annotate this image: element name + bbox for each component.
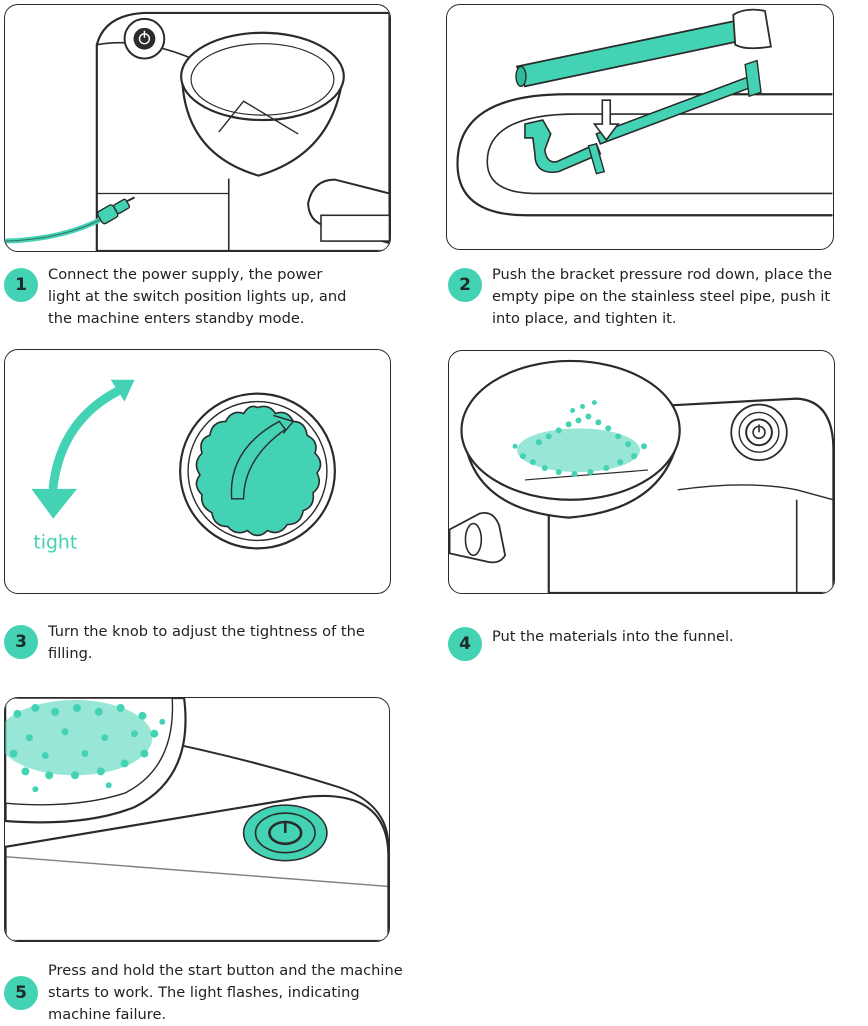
start-button-icon [242,804,328,862]
bracket-rod-illustration [456,8,833,217]
step-number-badge: 1 [4,268,38,302]
step-number-badge: 3 [4,625,38,659]
step-text: Connect the power supply, the power ligh… [48,266,347,327]
step-text: Put the materials into the funnel. [492,628,734,645]
step-number-badge: 4 [448,627,482,661]
power-cable-icon [5,196,135,244]
step-number-badge: 2 [448,268,482,302]
down-arrow-icon [592,99,620,142]
arrow-label: tight [33,532,77,553]
step-4: 4 Put the materials into the funnel. [448,623,848,661]
step-2: 2 Push the bracket pressure rod down, pl… [448,264,864,330]
funnel-icon [180,31,345,177]
funnel-materials-illustration [449,359,834,593]
illustration-panel-1 [4,4,391,252]
illustration-panel-2 [446,4,834,250]
materials-icon [512,400,647,477]
knob-illustration: tight [31,379,336,553]
illustration-panel-4 [448,350,835,594]
step-text: Turn the knob to adjust the tightness of… [48,623,365,662]
illustration-panel-3: tight [4,349,391,594]
materials-icon [5,699,166,793]
rotate-arrow-icon [31,379,135,519]
illustration-panel-5 [4,697,390,942]
step-1: 1 Connect the power supply, the power li… [4,264,384,330]
start-button-illustration [5,698,389,941]
power-supply-illustration [5,11,390,251]
step-5: 5 Press and hold the start button and th… [4,960,424,1026]
power-button-icon [123,17,166,60]
empty-pipe-icon [515,8,772,88]
bracket-pressure-rod-icon [524,59,762,175]
step-3: 3 Turn the knob to adjust the tightness … [4,621,404,665]
step-text: Press and hold the start button and the … [48,962,403,1023]
power-button-icon [730,403,788,461]
step-number-badge: 5 [4,976,38,1010]
step-text: Push the bracket pressure rod down, plac… [492,266,833,327]
knob-icon [179,392,336,550]
